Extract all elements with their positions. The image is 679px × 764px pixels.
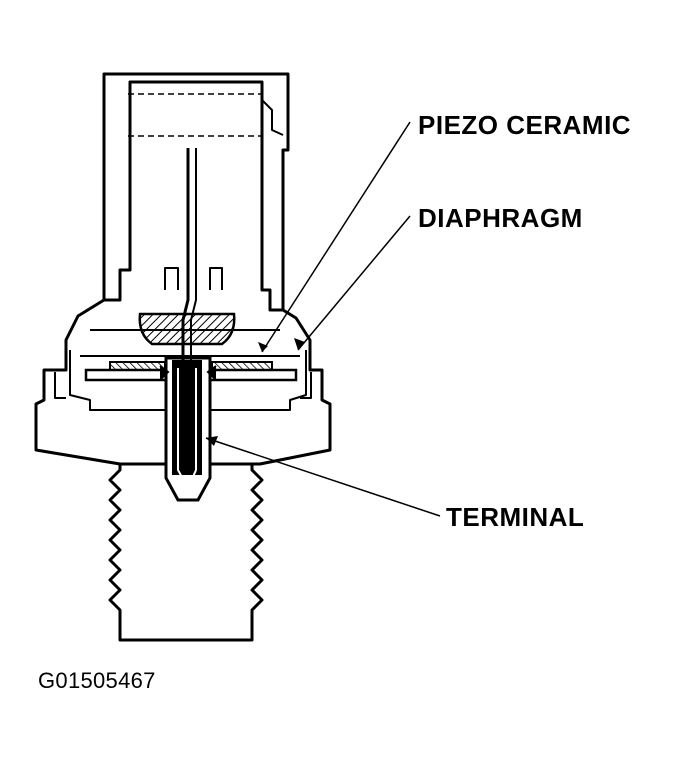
leader-line-piezo [261,121,411,353]
label-piezo-ceramic: PIEZO CERAMIC [418,110,632,140]
figure-code: G01505467 [38,668,156,693]
connector-shell [102,72,290,312]
label-terminal: TERMINAL [446,502,585,532]
piezo-ceramic-left [109,361,166,371]
leader-line-terminal [205,437,441,517]
label-diaphragm: DIAPHRAGM [418,203,583,233]
terminal-wire [181,148,190,362]
piezo-ceramic-right [211,361,273,371]
threaded-stud [108,464,264,642]
weight-block [138,312,236,346]
leader-line-diaphragm [297,215,411,351]
